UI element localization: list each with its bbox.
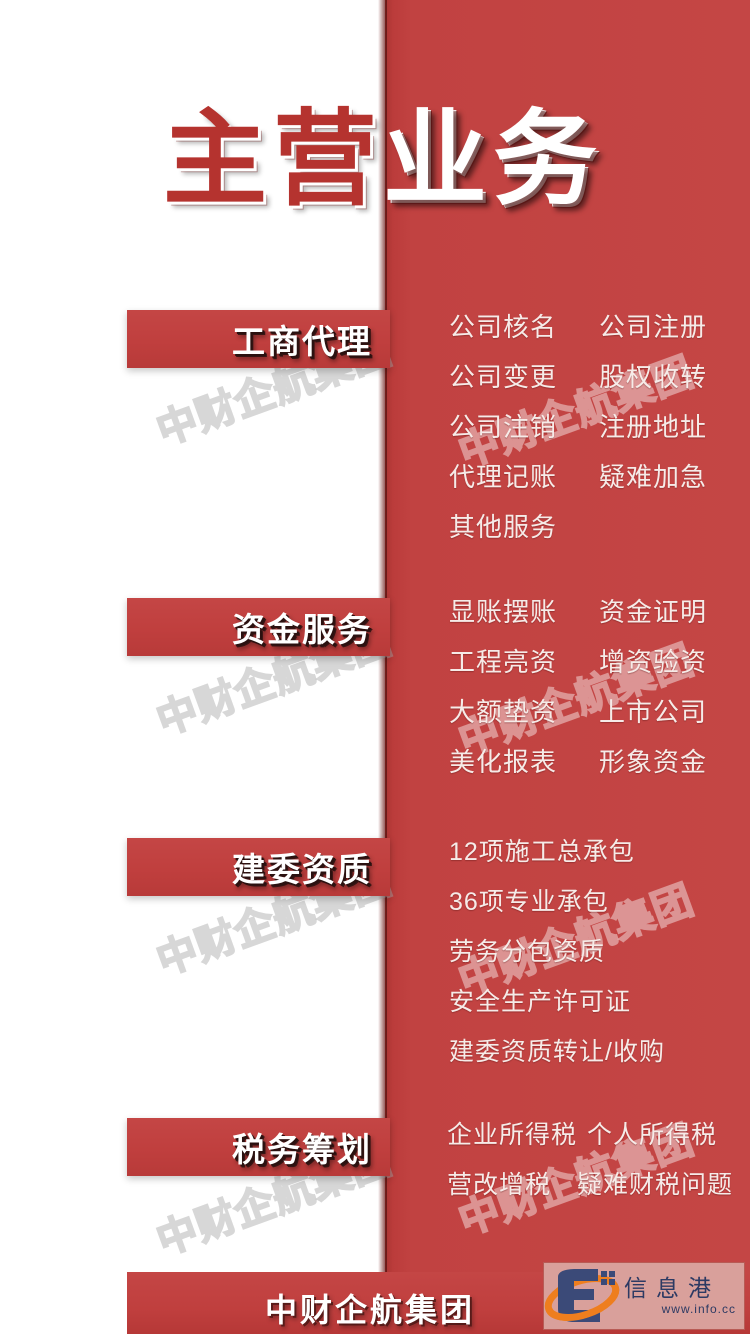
item-label: 其他服务 [449, 512, 558, 542]
item-label: 个人所得税 [587, 1121, 718, 1149]
item-label: 公司注销 [449, 412, 558, 442]
section-banner-4: 税务筹划 [127, 1118, 390, 1176]
item-row: 安全生产许可证 [449, 977, 665, 1027]
item-label: 疑难加急 [599, 462, 708, 492]
item-row: 工程亮资 增资验资 [449, 637, 707, 687]
section-items-1: 公司核名 公司注册 公司变更 股权收转 公司注销 注册地址 代理记账 疑难加急 … [449, 302, 707, 552]
section-items-4: 企业所得税 个人所得税 营改增税 疑难财税问题 [447, 1110, 733, 1210]
section-banner-1: 工商代理 [127, 310, 390, 368]
item-label: 形象资金 [599, 747, 708, 777]
item-label: 36项专业承包 [449, 888, 609, 916]
item-label: 建委资质转让/收购 [449, 1038, 665, 1066]
section-items-3: 12项施工总承包 36项专业承包 劳务分包资质 安全生产许可证 建委资质转让/收… [449, 827, 665, 1077]
section-items-2: 显账摆账 资金证明 工程亮资 增资验资 大额垫资 上市公司 美化报表 形象资金 [449, 587, 707, 787]
section-label-2: 资金服务 [232, 611, 372, 648]
item-label: 公司变更 [449, 362, 558, 392]
item-row: 营改增税 疑难财税问题 [447, 1160, 733, 1210]
logo-website-url: www.info.cc [661, 1301, 736, 1316]
item-row: 公司变更 股权收转 [449, 352, 707, 402]
item-label: 营改增税 [447, 1171, 552, 1199]
item-row: 36项专业承包 [449, 877, 665, 927]
item-label: 注册地址 [599, 412, 708, 442]
item-label: 劳务分包资质 [449, 938, 606, 966]
item-row: 大额垫资 上市公司 [449, 687, 707, 737]
page-title-white-layer: 主营业务 [385, 102, 604, 218]
item-row: 美化报表 形象资金 [449, 737, 707, 787]
item-label: 公司核名 [449, 312, 558, 342]
logo-text-block: 信息港 www.info.cc [622, 1276, 744, 1317]
section-label-4: 税务筹划 [232, 1131, 372, 1168]
item-label: 工程亮资 [449, 647, 558, 677]
item-label: 资金证明 [599, 597, 708, 627]
item-label: 安全生产许可证 [449, 988, 632, 1016]
item-row: 12项施工总承包 [449, 827, 665, 877]
item-row: 其他服务 [449, 502, 707, 552]
item-label: 疑难财税问题 [577, 1171, 734, 1199]
item-label: 上市公司 [599, 697, 708, 727]
page-title-red-layer: 主营业务 [163, 102, 604, 218]
page-title: 主营业务 主营业务 [0, 95, 750, 225]
section-label-1: 工商代理 [232, 323, 372, 360]
item-row: 劳务分包资质 [449, 927, 665, 977]
logo-swoosh-e-icon [544, 1265, 622, 1327]
item-label: 股权收转 [599, 362, 708, 392]
item-label: 显账摆账 [449, 597, 558, 627]
item-label: 公司注册 [599, 312, 708, 342]
footer-company-name: 中财企航集团 [265, 1292, 476, 1328]
red-background-panel [385, 0, 750, 1334]
item-label: 美化报表 [449, 747, 558, 777]
item-row: 代理记账 疑难加急 [449, 452, 707, 502]
item-row: 建委资质转让/收购 [449, 1027, 665, 1077]
item-label: 代理记账 [449, 462, 558, 492]
item-row: 公司核名 公司注册 [449, 302, 707, 352]
item-label: 增资验资 [599, 647, 708, 677]
item-row: 显账摆账 资金证明 [449, 587, 707, 637]
item-label: 12项施工总承包 [449, 838, 635, 866]
red-panel-shadow-edge [378, 0, 387, 1334]
logo-chinese-name: 信息港 [624, 1275, 720, 1301]
item-label: 企业所得税 [447, 1121, 578, 1149]
section-banner-3: 建委资质 [127, 838, 390, 896]
page-title-clip: 主营业务 [385, 95, 750, 225]
info-gang-logo[interactable]: 信息港 www.info.cc [543, 1262, 745, 1330]
section-banner-2: 资金服务 [127, 598, 390, 656]
item-row: 企业所得税 个人所得税 [447, 1110, 733, 1160]
item-row: 公司注销 注册地址 [449, 402, 707, 452]
section-label-3: 建委资质 [232, 851, 372, 888]
item-label: 大额垫资 [449, 697, 558, 727]
